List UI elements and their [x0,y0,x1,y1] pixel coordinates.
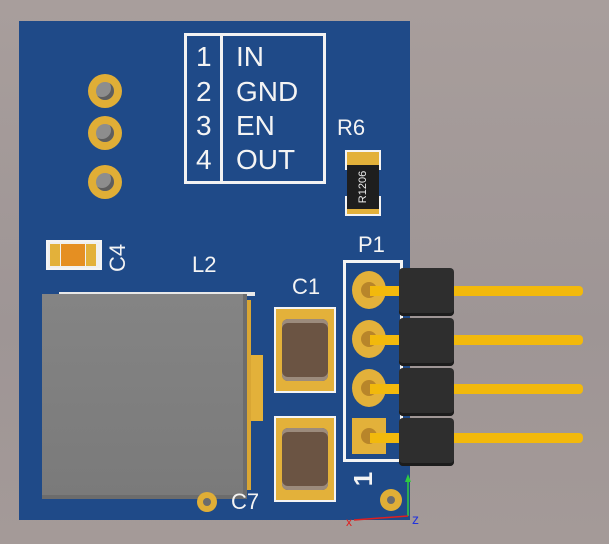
p1-label: P1 [358,232,385,257]
l2-label: L2 [192,252,217,277]
l2-pad-right [247,355,263,421]
header-pin-1 [370,286,583,296]
via-pad-2 [88,116,122,150]
header-pin-2 [370,335,583,345]
pin-number-4: 4 [196,144,212,175]
pin-name-in: IN [236,41,264,72]
pin-number-3: 3 [196,110,212,141]
l2-pad-edge [247,300,251,490]
pinout-table [184,33,326,184]
via-pad-3 [88,165,122,199]
axis-gizmo: x z [346,474,419,529]
pin1-via [380,489,402,511]
c4-label: C4 [105,243,130,272]
header-pin-4 [370,433,583,443]
pinout-divider [220,36,223,181]
l2-inductor-body [42,294,247,499]
axis-x-icon [353,515,409,521]
c7-capacitor [274,416,336,502]
pin-number-1: 1 [196,41,212,72]
pin-name-out: OUT [236,144,296,175]
c1-capacitor [274,307,336,393]
p1-pad-3 [352,369,386,407]
r6-part-label: R1206 [357,170,369,204]
c1-label: C1 [292,274,321,299]
header-body-2 [399,318,454,366]
via-pad-1 [88,74,122,108]
header-body-1 [399,268,454,316]
pin-name-en: EN [236,110,275,141]
c7-label: C7 [231,489,260,514]
r6-label: R6 [337,115,366,140]
r6-resistor-body: R1206 [347,165,379,209]
header-body-3 [399,368,454,416]
header-pin-3 [370,384,583,394]
svg-text:x: x [346,515,352,529]
pin-number-2: 2 [196,76,212,107]
header-body-4 [399,418,454,466]
pin-name-gnd: GND [236,76,299,107]
c7-via [197,492,217,512]
axis-z-icon: z [412,511,419,527]
c4-capacitor [46,240,102,270]
